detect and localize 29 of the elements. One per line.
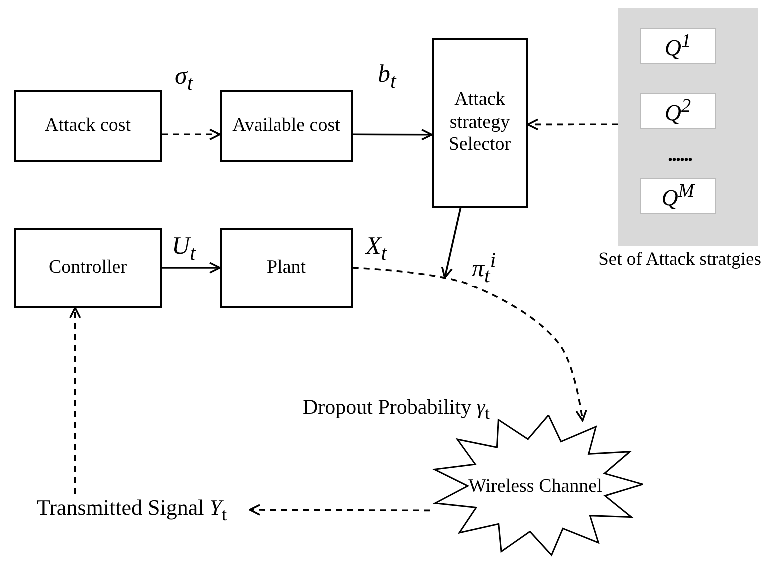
arrow [162, 128, 221, 141]
process-box [14, 90, 162, 162]
process-box [14, 228, 162, 308]
ellipsis-mark: ...... [668, 144, 692, 167]
arrow [353, 128, 433, 141]
strategy-box [640, 93, 716, 129]
box-label: Wireless Channel [468, 476, 602, 499]
panel-caption: Set of Attack stratgies [598, 250, 762, 271]
box-label: Attack strategy Selector [448, 88, 512, 158]
arrow [441, 208, 462, 279]
process-box [220, 90, 353, 162]
process-box [220, 228, 353, 308]
strategy-box [640, 178, 716, 214]
box-label: Available cost [232, 114, 340, 138]
dropout-label: Dropout Probability γ$_{t}$ [303, 395, 490, 424]
signal-text: Transmitted Signal Y$_{t}$ [36, 494, 228, 526]
box-label: Controller [48, 256, 128, 280]
strategy-label: Q$^{M}$ [662, 180, 694, 212]
arrow [162, 262, 221, 274]
strategy-box [640, 28, 716, 64]
selector-box [432, 38, 528, 208]
strategy-label: Q$^{2}$ [664, 96, 692, 126]
arrow [69, 307, 82, 494]
arrow [249, 504, 430, 516]
strategy-label: Q$^{1}$ [664, 30, 692, 62]
arrow [352, 267, 588, 422]
box-label: Plant [266, 256, 306, 280]
arrow [527, 118, 618, 131]
box-label: Attack cost [44, 114, 131, 138]
